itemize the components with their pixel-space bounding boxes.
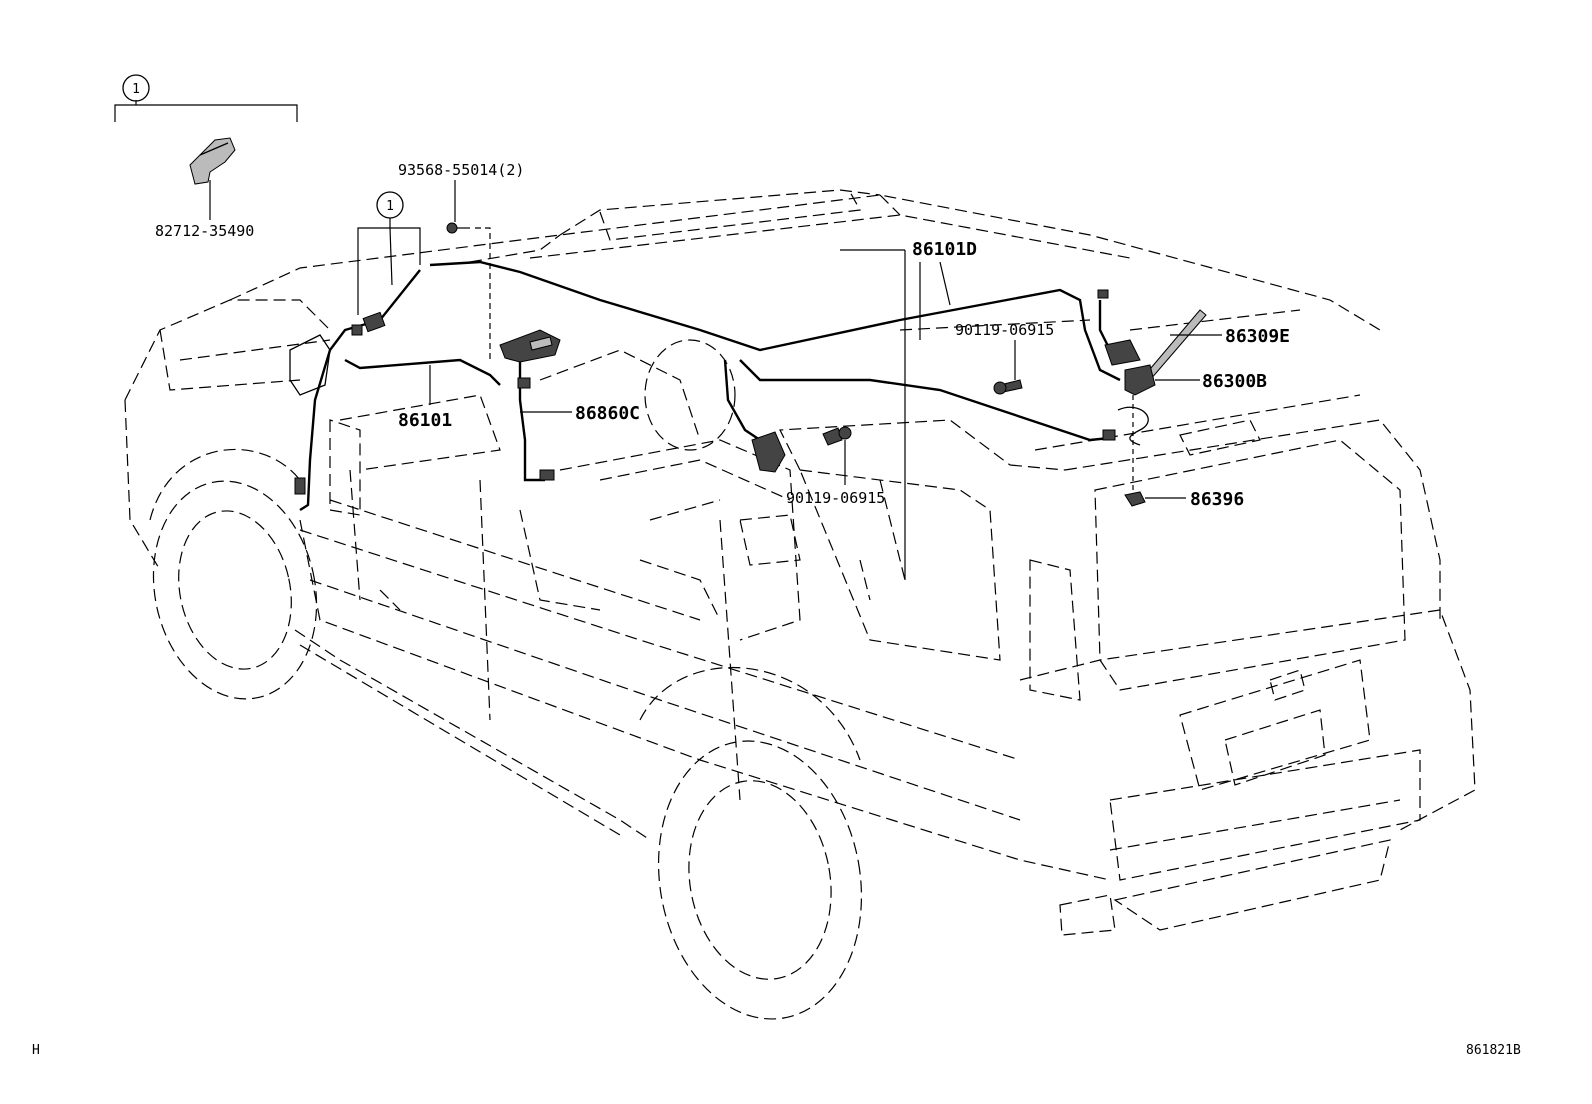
callout-group-mid: 1 (376, 191, 404, 219)
part-label-86860C[interactable]: 86860C (575, 403, 640, 424)
callout-label: 1 (132, 82, 140, 97)
callout-group-top: 1 (122, 74, 150, 102)
part-label-86101D[interactable]: 86101D (912, 239, 977, 260)
part-label-93568-55014[interactable]: 93568-55014(2) (398, 161, 524, 179)
footer-diagram-code: 861821B (1466, 1043, 1521, 1058)
part-label-86300B[interactable]: 86300B (1202, 371, 1267, 392)
part-labels: 82712-35490 93568-55014(2) 86101D 90119-… (155, 161, 1290, 510)
part-label-90119-06915-lower[interactable]: 90119-06915 (786, 489, 885, 507)
leader-lines (114, 100, 1222, 580)
part-label-90119-06915-upper[interactable]: 90119-06915 (955, 321, 1054, 339)
part-label-86396[interactable]: 86396 (1190, 489, 1244, 510)
callout-label: 1 (386, 199, 394, 214)
part-label-86101[interactable]: 86101 (398, 410, 452, 431)
part-label-86309E[interactable]: 86309E (1225, 326, 1290, 347)
component-shapes (189, 137, 1207, 507)
footer-left-code: H (32, 1043, 40, 1058)
vehicle-outline (124, 189, 1476, 1020)
part-label-82712-35490[interactable]: 82712-35490 (155, 222, 254, 240)
